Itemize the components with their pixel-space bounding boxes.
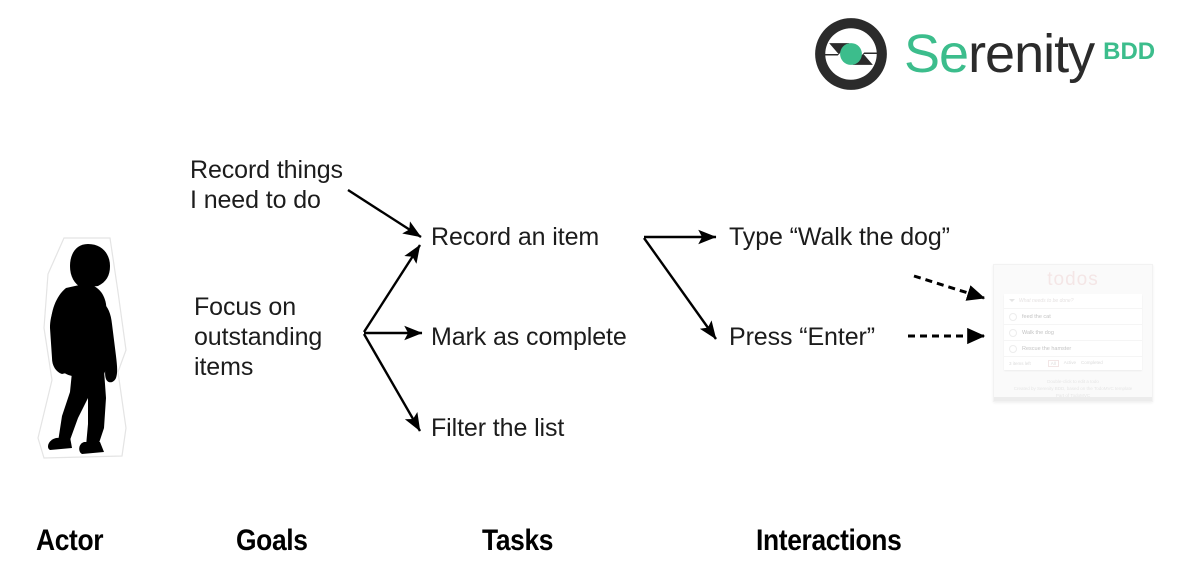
toggle-todo-icon[interactable] — [1009, 328, 1017, 337]
todos-count-label: 3 items left — [1009, 361, 1031, 366]
app-screenshot-todos[interactable]: todos What needs to be done? feed the ca… — [993, 264, 1153, 402]
todos-credit-line-1: Double-click to edit a todo — [1047, 379, 1099, 384]
toggle-todo-icon[interactable] — [1009, 312, 1017, 321]
list-item-label: feed the cat — [1022, 313, 1051, 320]
logo-word-se: Se — [904, 24, 969, 84]
chevron-down-icon[interactable] — [1008, 298, 1015, 305]
logo-word-renity: renity — [968, 24, 1095, 84]
todos-new-item-row[interactable]: What needs to be done? — [1004, 294, 1142, 309]
logo-wordmark: Serenity — [904, 24, 1095, 84]
todos-title: todos — [1047, 269, 1099, 290]
todos-bottom-bar — [994, 397, 1152, 401]
list-item-label: Walk the dog — [1022, 329, 1054, 336]
todos-credit-line-2: Created by Serenity BDD, based on the To… — [1013, 386, 1133, 391]
todos-credits: Double-click to edit a todo Created by S… — [994, 378, 1152, 399]
todos-new-item-placeholder: What needs to be done? — [1019, 298, 1074, 304]
goal-focus-outstanding[interactable]: Focus on outstanding items — [194, 293, 323, 381]
list-item[interactable]: Walk the dog — [1004, 325, 1142, 341]
actor-silhouette-icon — [37, 237, 127, 459]
connector-interaction-type-to-screenshot — [913, 274, 986, 301]
connector-goal-focus-to-task-filter — [362, 333, 422, 432]
todos-card: What needs to be done? feed the cat Walk… — [1004, 294, 1142, 370]
list-item[interactable]: Rescue the hamster — [1004, 341, 1142, 357]
todos-filters: All Active Completed — [1047, 360, 1103, 367]
serenity-bdd-logo: Serenity BDD — [812, 16, 1156, 92]
column-caption-interactions: Interactions — [756, 524, 902, 557]
serenity-cycle-mark-icon — [815, 18, 887, 90]
filter-completed[interactable]: Completed — [1081, 360, 1103, 365]
column-caption-tasks: Tasks — [482, 524, 554, 557]
filter-all[interactable]: All — [1047, 360, 1059, 367]
task-filter-the-list[interactable]: Filter the list — [431, 414, 565, 442]
logo-suffix-bdd: BDD — [1103, 38, 1156, 65]
interaction-press-enter[interactable]: Press “Enter” — [729, 323, 875, 351]
toggle-todo-icon[interactable] — [1009, 344, 1017, 353]
column-caption-goals: Goals — [236, 524, 308, 557]
todos-credit-line-3: Part of TodoMVC — [1055, 393, 1091, 398]
goal-record-things[interactable]: Record things I need to do — [190, 156, 343, 214]
interaction-type-walk-the-dog[interactable]: Type “Walk the dog” — [729, 223, 950, 251]
task-record-an-item[interactable]: Record an item — [431, 223, 600, 251]
connector-goal-focus-to-task-record — [362, 244, 422, 333]
column-caption-actor: Actor — [36, 524, 104, 557]
task-mark-as-complete[interactable]: Mark as complete — [431, 323, 627, 351]
filter-active[interactable]: Active — [1063, 360, 1077, 365]
list-item[interactable]: feed the cat — [1004, 309, 1142, 325]
list-item-label: Rescue the hamster — [1022, 345, 1072, 352]
todos-footer: 3 items left All Active Completed — [1004, 357, 1142, 370]
